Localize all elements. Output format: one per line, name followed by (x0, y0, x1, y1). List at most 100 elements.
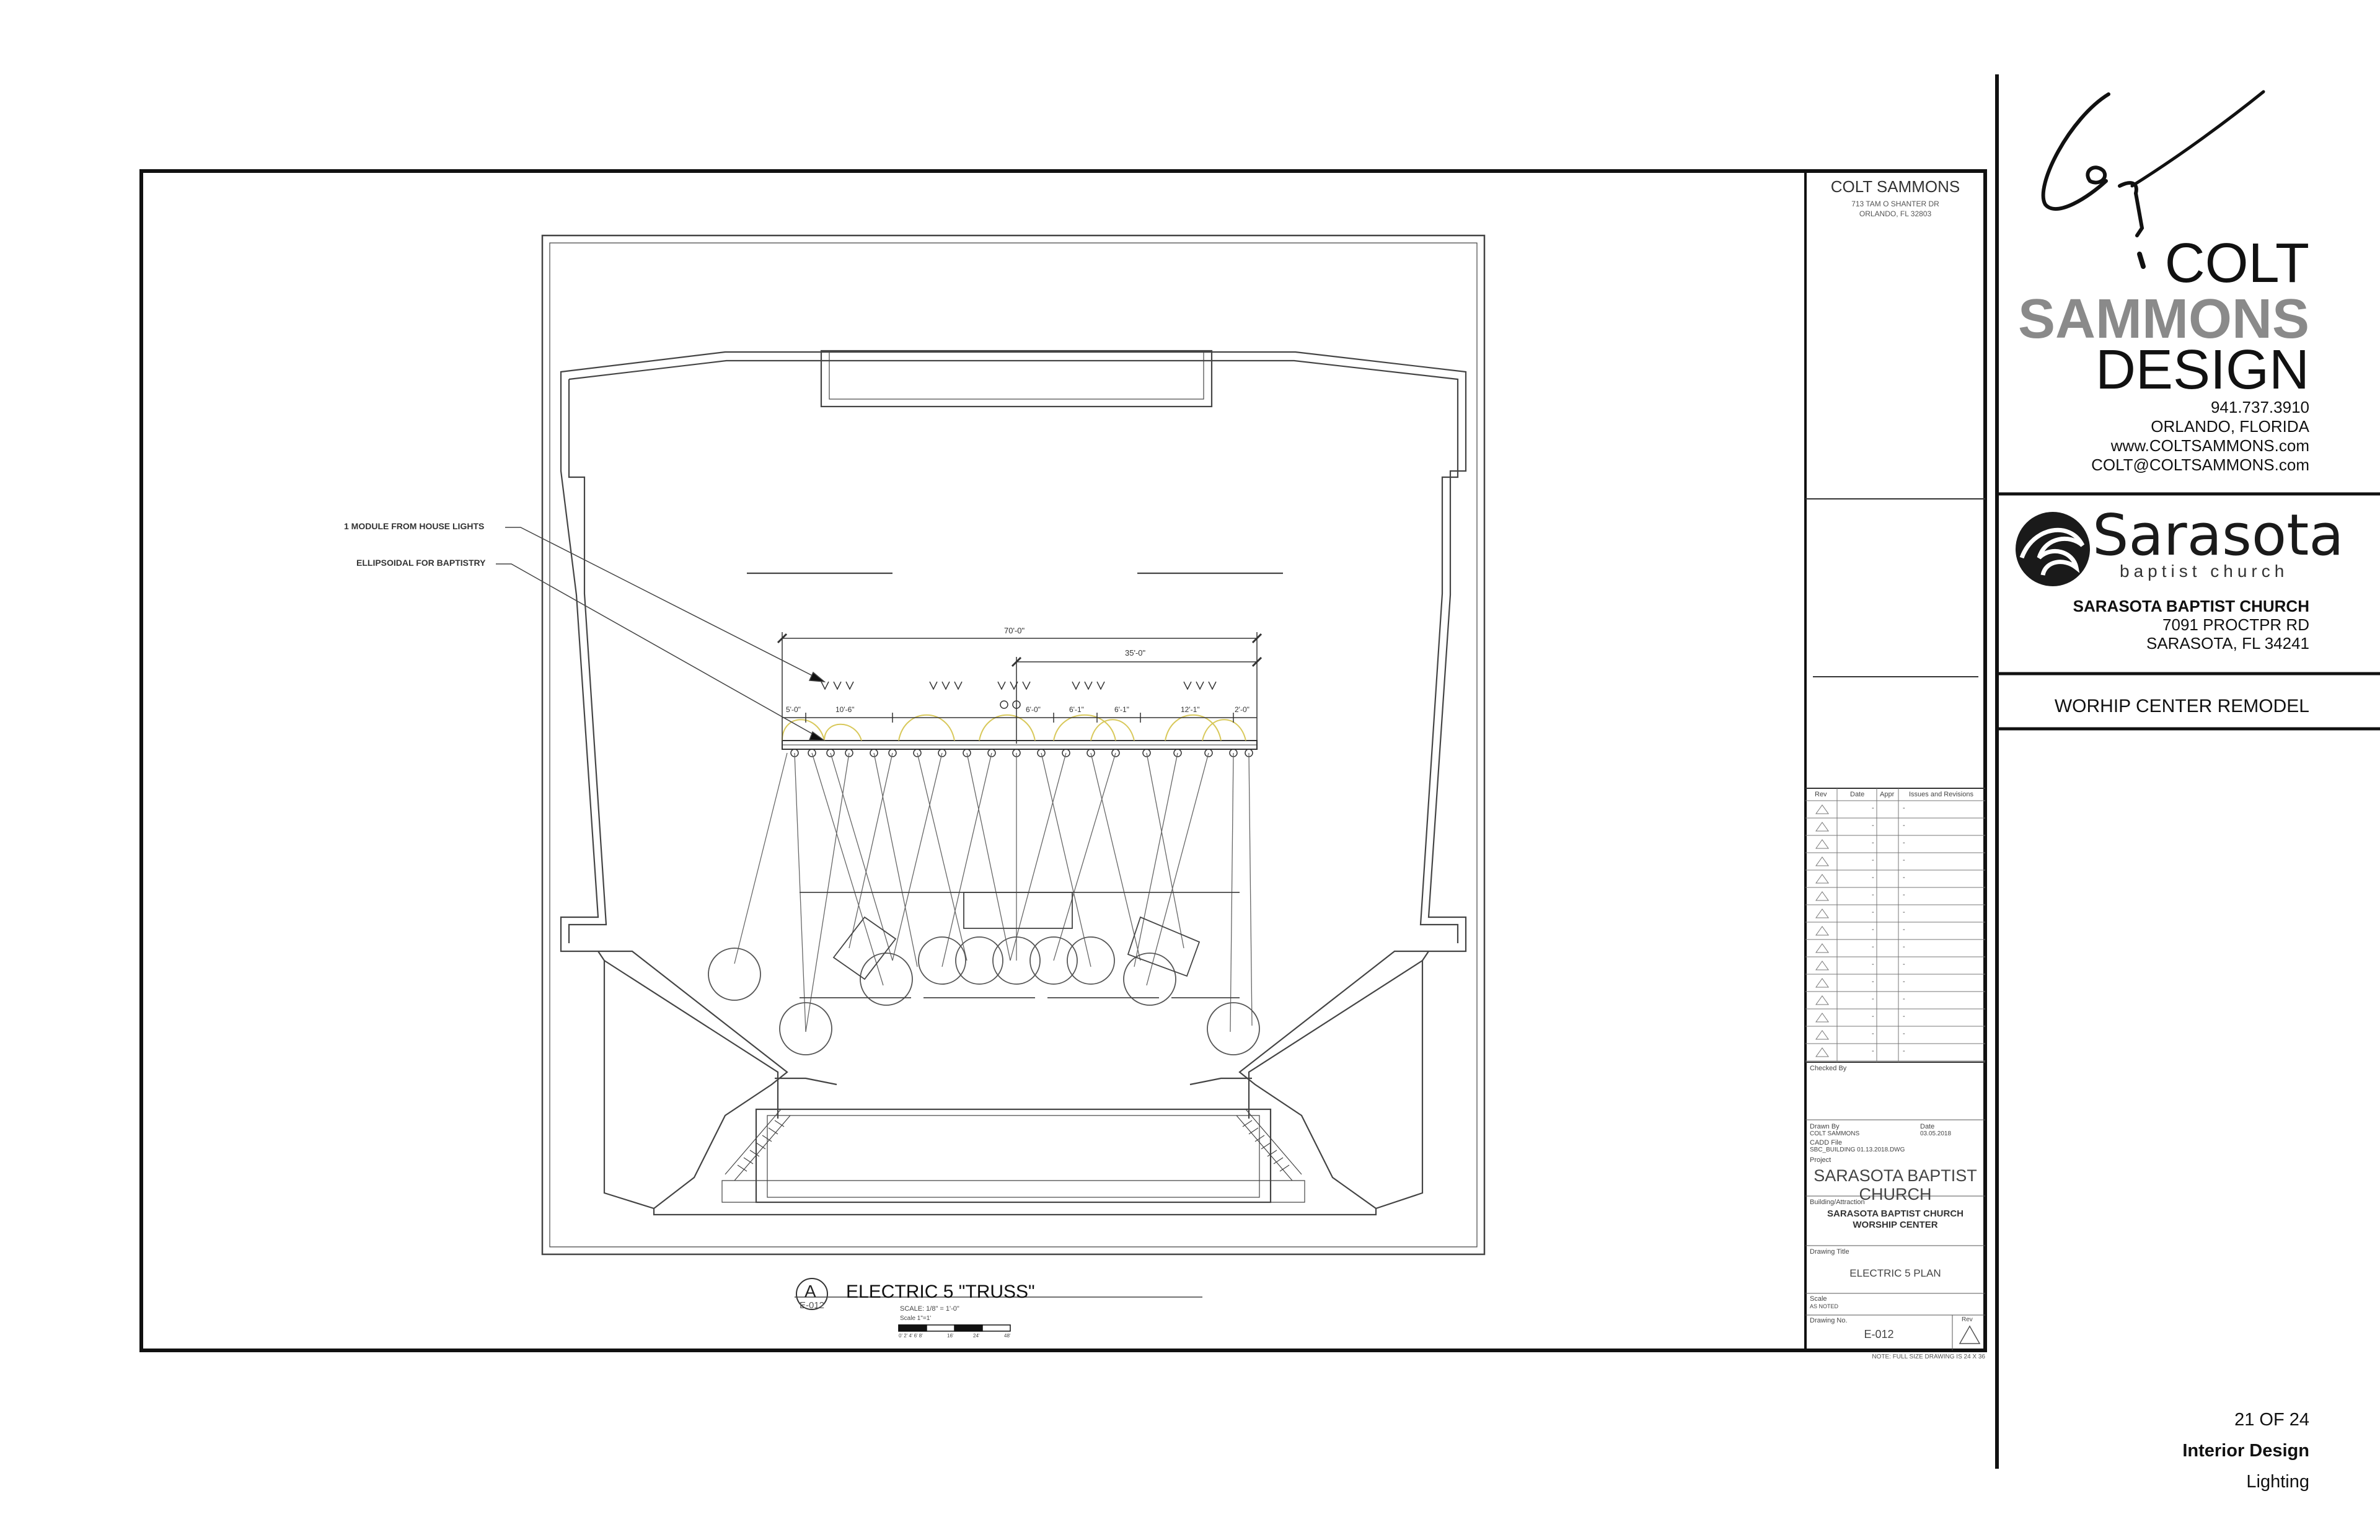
truss-fixtures (790, 749, 1253, 757)
dimension-lines (777, 632, 1263, 744)
tb-cad-file: SBC_BUILDING 01.13.2018.DWG (1810, 1146, 1905, 1153)
revision-triangle-icon (1815, 943, 1829, 953)
dim-seg-6: 12'-1" (1181, 705, 1200, 714)
subcategory: Lighting (2246, 1472, 2309, 1492)
signature-logo (2041, 90, 2265, 269)
revision-row-issue: - (1903, 961, 1905, 968)
tb-scale-label: Scale (1810, 1295, 1827, 1303)
revision-row-date: - (1872, 822, 1874, 829)
annotation-leaders (496, 527, 826, 741)
client-name: SARASOTA BAPTIST CHURCH (2073, 597, 2309, 615)
rev-header-date: Date (1850, 791, 1865, 798)
stairs-right (1236, 1109, 1302, 1181)
dim-overall: 70'-0" (1004, 626, 1025, 635)
company-line-1: COLT (2164, 232, 2309, 294)
client-logo-word: Sarasota (2092, 502, 2344, 568)
revision-row-date: - (1872, 856, 1874, 864)
revision-row-date: - (1872, 926, 1874, 933)
dim-right: 35'-0" (1125, 648, 1146, 658)
revision-row-date: - (1872, 839, 1874, 847)
revision-row-issue: - (1903, 926, 1905, 933)
revision-triangle-icon (1815, 1013, 1829, 1023)
room-outline (541, 234, 1486, 1256)
tb-project-name-2: CHURCH (1859, 1185, 1932, 1203)
company-city: ORLANDO, FLORIDA (2151, 417, 2309, 436)
plan-callout-letter: A (804, 1282, 816, 1301)
tb-building-2: WORSHIP CENTER (1853, 1220, 1938, 1230)
category: Interior Design (2182, 1441, 2309, 1461)
rev-header-issues: Issues and Revisions (1909, 791, 1973, 798)
dim-seg-7: 2'-0" (1235, 705, 1250, 714)
tb-date: 03.05.2018 (1920, 1130, 1952, 1137)
plan-callout-circle (796, 1278, 828, 1310)
revision-row-issue: - (1903, 1030, 1905, 1037)
company-email[interactable]: COLT@COLTSAMMONS.com (2091, 455, 2309, 474)
revision-row-date: - (1872, 1047, 1874, 1055)
scale-tick-0: 0' 2' 4' 6' 8' (899, 1333, 923, 1339)
stage-outline (597, 951, 654, 1210)
revision-row-date: - (1872, 961, 1874, 968)
tb-drawing-no: E-012 (1864, 1328, 1894, 1340)
client-street: 7091 PROCTPR RD (2162, 615, 2309, 634)
revision-triangle-icon (1815, 874, 1829, 884)
tb-cad-file-label: CADD File (1810, 1139, 1842, 1146)
rear-balcony (820, 350, 1213, 408)
tb-note: NOTE: FULL SIZE DRAWING IS 24 X 36 (1872, 1353, 1985, 1360)
tb-drawing-title: ELECTRIC 5 PLAN (1849, 1267, 1941, 1279)
revision-triangle-icon (1815, 856, 1829, 866)
revision-row-issue: - (1903, 995, 1905, 1003)
revision-triangle-icon (1815, 822, 1829, 832)
revision-row-issue: - (1903, 909, 1905, 916)
tb-project-name-1: SARASOTA BAPTIST (1814, 1166, 1977, 1185)
tb-drawing-no-label: Drawing No. (1810, 1317, 1848, 1324)
dim-seg-5: 6'-1" (1114, 705, 1129, 714)
revision-triangle-icon (1815, 1030, 1829, 1040)
tb-address-1: 713 TAM O SHANTER DR (1851, 200, 1939, 208)
tb-scale-value: AS NOTED (1810, 1303, 1839, 1309)
tb-date-label: Date (1920, 1123, 1935, 1130)
project-title: WORHIP CENTER REMODEL (2054, 696, 2309, 716)
page-count: 21 OF 24 (2234, 1410, 2309, 1430)
plan-title: ELECTRIC 5 "TRUSS" (846, 1282, 1035, 1302)
revision-triangle-icon (1815, 978, 1829, 988)
revision-row-date: - (1872, 978, 1874, 985)
revision-row-date: - (1872, 943, 1874, 951)
dim-seg-2: 10'-6" (835, 705, 855, 714)
scenic-elements (800, 892, 1240, 998)
revision-row-issue: - (1903, 943, 1905, 951)
company-line-2: SAMMONS (2018, 288, 2309, 350)
scale-tick-1: 16' (947, 1333, 954, 1339)
client-city: SARASOTA, FL 34241 (2146, 634, 2309, 653)
plan-scale-text: SCALE: 1/8" = 1'-0" (900, 1305, 959, 1313)
revision-triangle-icon (1815, 961, 1829, 970)
rev-header-rev: Rev (1815, 791, 1827, 798)
tb-drawing-title-label: Drawing Title (1810, 1248, 1849, 1256)
scale-bar (898, 1324, 1011, 1332)
annotation-house-lights: 1 MODULE FROM HOUSE LIGHTS (344, 521, 485, 531)
company-website[interactable]: www.COLTSAMMONS.com (2110, 436, 2309, 455)
scale-tick-3: 48' (1004, 1333, 1011, 1339)
cable-runs (782, 714, 1246, 741)
revision-triangle-icon (1815, 995, 1829, 1005)
rev-header-appr: Appr (1880, 791, 1895, 798)
revision-row-date: - (1872, 874, 1874, 881)
revision-row-issue: - (1903, 891, 1905, 899)
client-logo-sub: baptist church (2120, 561, 2289, 581)
revision-row-date: - (1872, 1013, 1874, 1020)
sarasota-logo-icon (2016, 512, 2090, 586)
sanctuary-walls (560, 351, 1467, 1216)
revision-row-date: - (1872, 995, 1874, 1003)
revision-row-date: - (1872, 804, 1874, 812)
plan-view (496, 234, 1486, 1332)
company-phone: 941.737.3910 (2210, 398, 2309, 416)
fixture-clusters (821, 681, 1217, 709)
revision-row-issue: - (1903, 1047, 1905, 1055)
revision-triangle-icon (1815, 891, 1829, 901)
revision-triangle-icon (1815, 926, 1829, 936)
tb-address-2: ORLANDO, FL 32803 (1859, 209, 1932, 218)
revision-row-issue: - (1903, 1013, 1905, 1020)
revision-row-issue: - (1903, 839, 1905, 847)
revision-row-date: - (1872, 909, 1874, 916)
revision-row-date: - (1872, 1030, 1874, 1037)
